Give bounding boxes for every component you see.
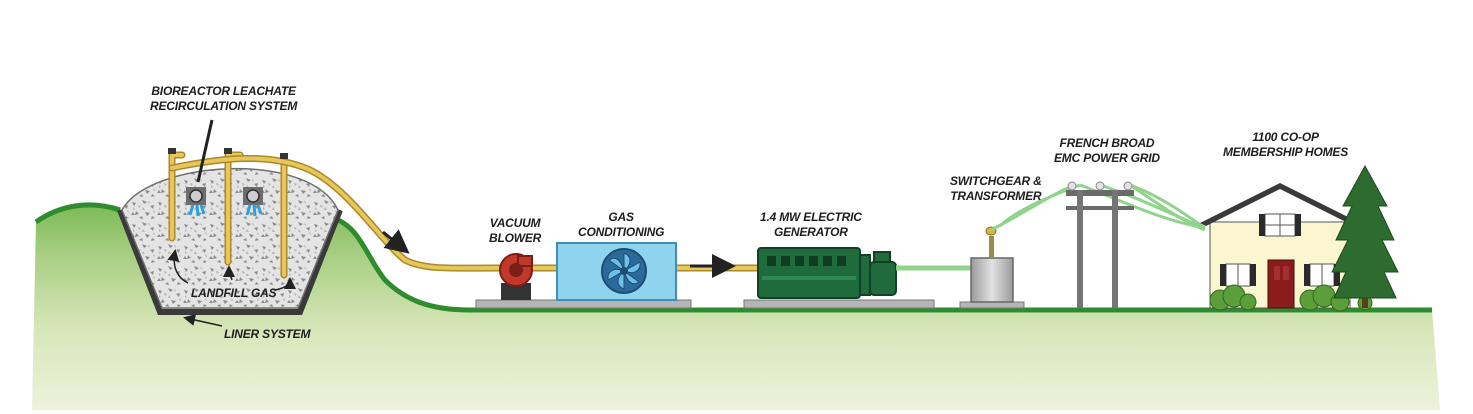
utility-poles [1066,181,1134,308]
gas-conditioning-unit [556,242,677,301]
liner-system [117,208,343,315]
gas-conditioning-label-line2: CONDITIONING [578,225,665,239]
gas-flow-arrow-1 [382,229,410,254]
bioreactor-label-line2: RECIRCULATION SYSTEM [150,99,298,113]
vacuum-blower [499,253,533,300]
blower-pad [475,299,692,309]
leachate-injector-right [243,187,263,217]
power-grid-label-line1: FRENCH BROAD [1059,136,1155,150]
bioreactor-pointer [196,119,214,183]
vacuum-blower-label-line1: VACUUM [489,216,541,230]
homes-label-line1: 1100 CO-OP [1252,130,1319,144]
gas-collection-pipes [168,151,764,279]
generator-pad [743,299,935,309]
liner-system-label: LINER SYSTEM [224,327,311,341]
ground-surface-line [34,202,1432,313]
electric-generator-label-line2: GENERATOR [773,225,848,239]
electric-generator [757,247,897,299]
well-valves [168,148,288,159]
membership-home [1200,183,1360,309]
transformer-pad [959,301,1025,309]
homes-label-line2: MEMBERSHIP HOMES [1223,145,1349,159]
switchgear-label-line1: SWITCHGEAR & [950,174,1042,188]
landfill-gas-label: LANDFILL GAS [191,286,277,300]
vacuum-blower-label: VACUUM BLOWER [489,216,541,246]
evergreen-tree [1331,164,1399,308]
ground [32,204,1440,410]
liner-pointer [183,314,223,327]
power-grid-label: FRENCH BROAD EMC POWER GRID [1054,136,1160,166]
switchgear-label: SWITCHGEAR & TRANSFORMER [950,174,1042,204]
bioreactor-label-line1: BIOREACTOR LEACHATE [151,84,296,98]
landfill-gas-pointers [167,249,296,291]
vacuum-blower-label-line2: BLOWER [489,231,542,245]
power-grid-label-line2: EMC POWER GRID [1054,151,1160,165]
bioreactor-label: BIOREACTOR LEACHATE RECIRCULATION SYSTEM [150,84,297,114]
gas-conditioning-label-line1: GAS [608,210,634,224]
electric-generator-label-line1: 1.4 MW ELECTRIC [760,210,862,224]
switchgear-transformer [970,226,1014,303]
gas-conditioning-label: GAS CONDITIONING [578,210,664,240]
leachate-injector-left [186,187,206,217]
switchgear-label-line2: TRANSFORMER [950,189,1042,203]
electric-generator-label: 1.4 MW ELECTRIC GENERATOR [760,210,862,240]
shrubs [1209,284,1373,312]
homes-label: 1100 CO-OP MEMBERSHIP HOMES [1223,130,1348,160]
